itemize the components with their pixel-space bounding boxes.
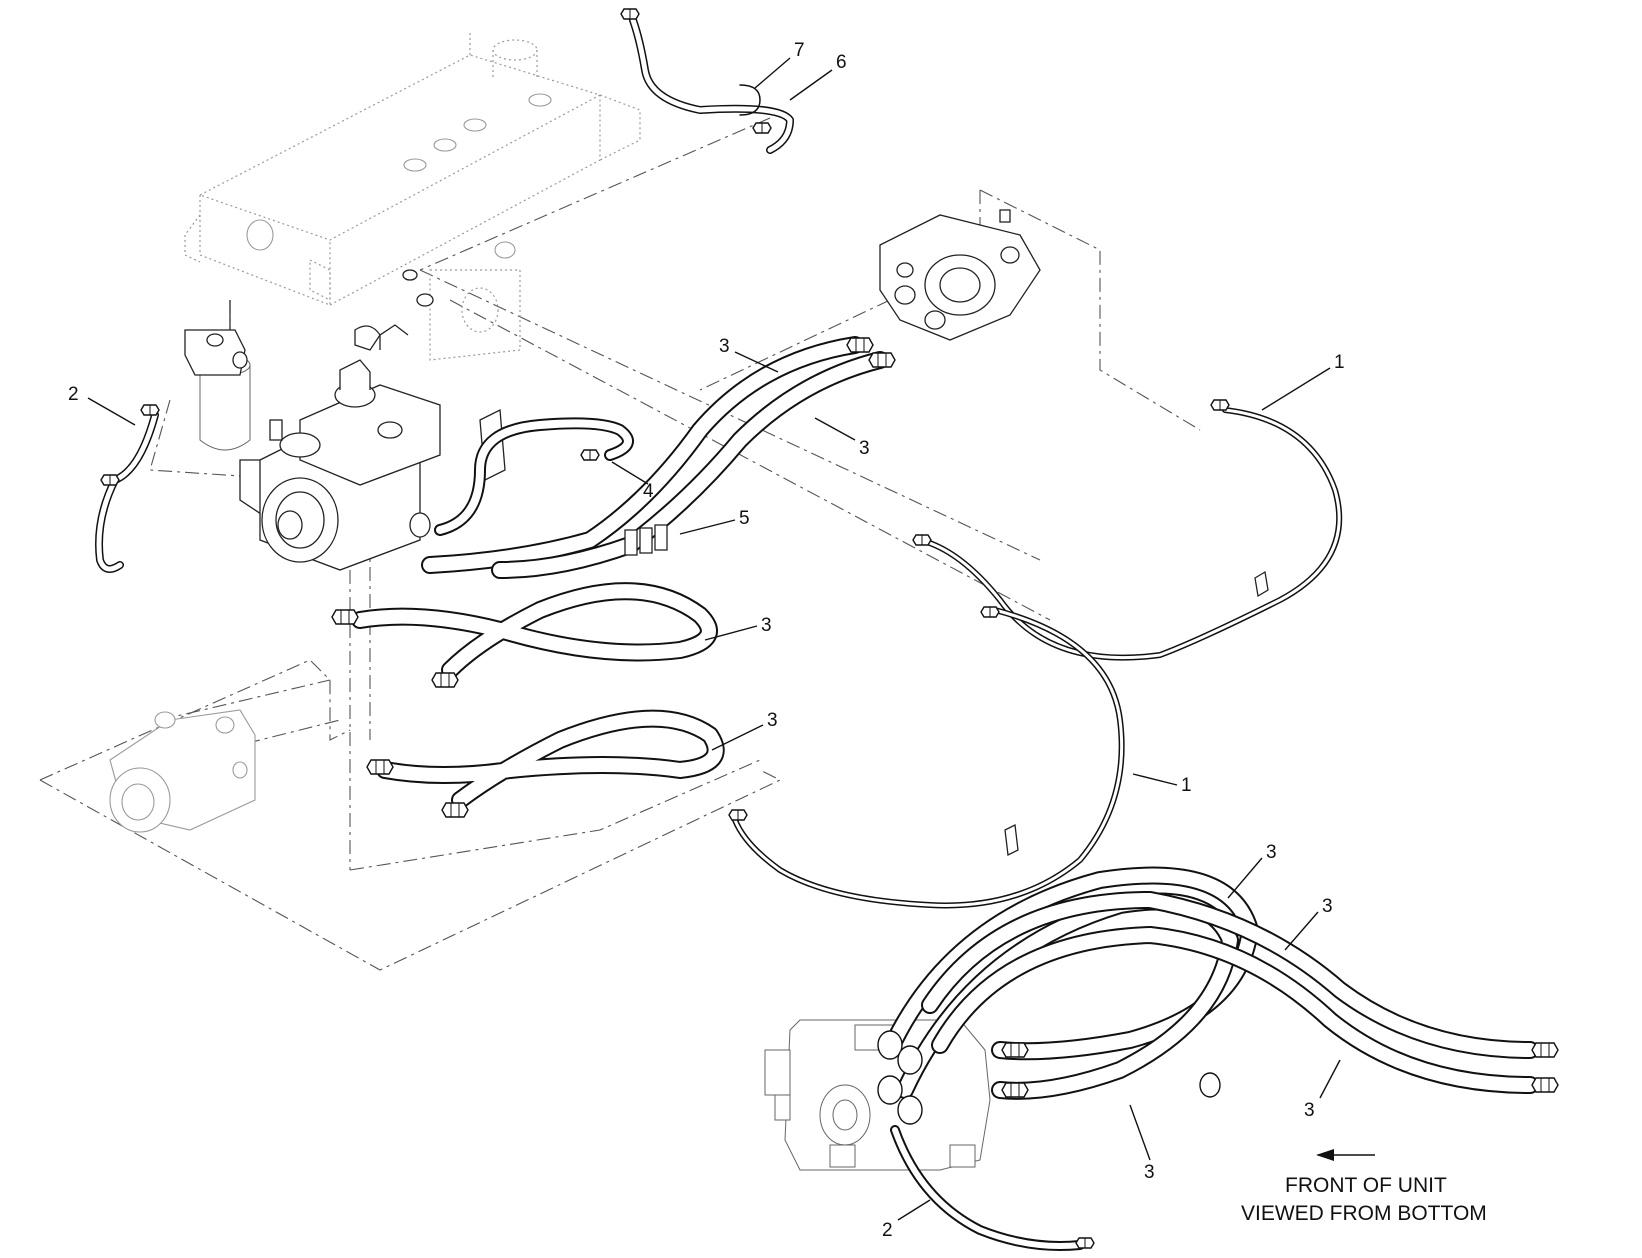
callout-3-c: 3 bbox=[761, 615, 772, 636]
hose-1-upper bbox=[912, 399, 1343, 661]
callout-3-a: 3 bbox=[719, 336, 730, 357]
hose-set-3-bottom bbox=[877, 866, 1559, 1125]
callout-4: 4 bbox=[643, 481, 654, 502]
caption-viewed-from-bottom: VIEWED FROM BOTTOM bbox=[1241, 1202, 1487, 1225]
hose-2-left bbox=[95, 404, 160, 573]
hydraulic-tank-ghost bbox=[184, 30, 641, 361]
auxiliary-pump-ghost bbox=[109, 709, 256, 833]
hose-1-lower bbox=[728, 606, 1125, 909]
callout-2-a: 2 bbox=[68, 384, 79, 405]
callout-1-b: 1 bbox=[1181, 775, 1192, 796]
callout-3-e: 3 bbox=[1266, 842, 1277, 863]
wheel-motor-upper bbox=[879, 209, 1041, 341]
main-pump bbox=[239, 269, 506, 571]
hose-3-upper-b bbox=[491, 351, 896, 579]
hose-2-bottom bbox=[890, 1072, 1221, 1251]
callout-3-g: 3 bbox=[1304, 1100, 1315, 1121]
callout-6: 6 bbox=[836, 52, 847, 73]
callout-3-h: 3 bbox=[1144, 1162, 1155, 1183]
callout-5: 5 bbox=[739, 508, 750, 529]
orientation-note: FRONT OF UNIT VIEWED FROM BOTTOM bbox=[1241, 1149, 1487, 1225]
callout-1-a: 1 bbox=[1334, 352, 1345, 373]
caption-front-of-unit: FRONT OF UNIT bbox=[1285, 1174, 1447, 1197]
callout-labels: 7 6 3 3 1 2 4 5 3 3 1 3 3 3 3 2 bbox=[68, 40, 1345, 1241]
hose-4 bbox=[434, 417, 634, 536]
callout-2-b: 2 bbox=[882, 1220, 893, 1241]
filter-assembly bbox=[184, 300, 251, 451]
hose-3-mid bbox=[331, 582, 718, 688]
hose-3-lower bbox=[366, 709, 725, 818]
callout-7: 7 bbox=[794, 40, 805, 61]
callout-3-b: 3 bbox=[859, 438, 870, 459]
clamp-5 bbox=[624, 524, 668, 556]
hose-3-upper-a bbox=[421, 336, 874, 574]
left-arrow-icon bbox=[1316, 1149, 1375, 1161]
callout-3-f: 3 bbox=[1322, 896, 1333, 917]
callout-leaders bbox=[87, 57, 1341, 1221]
hose-7 bbox=[620, 8, 794, 154]
callout-3-d: 3 bbox=[767, 710, 778, 731]
